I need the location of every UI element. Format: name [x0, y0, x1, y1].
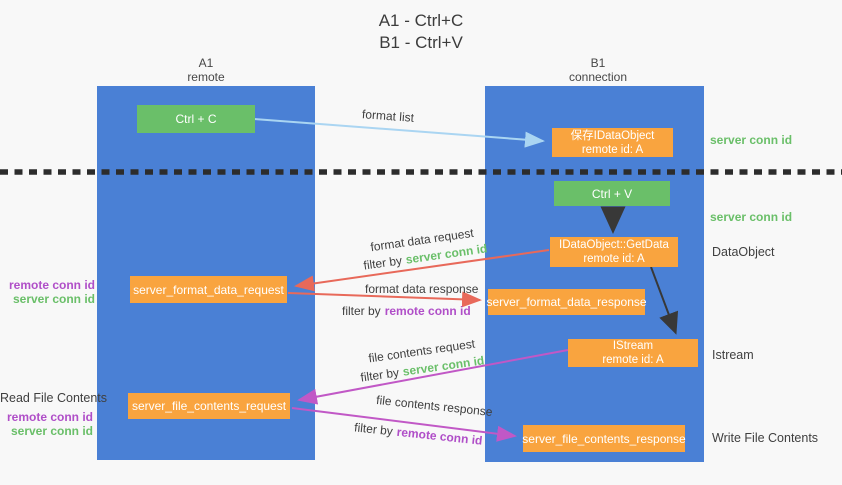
node-istream: IStream remote id: A [568, 339, 698, 367]
label-dataobject: DataObject [712, 245, 775, 259]
label-format-list: format list [361, 107, 415, 125]
column-b1-name: B1 [590, 56, 606, 70]
node-idataobject-getdata: IDataObject::GetData remote id: A [550, 237, 678, 267]
label-server-conn-id-right-mid: server conn id [710, 210, 793, 224]
node-ctrl-c: Ctrl + C [137, 105, 255, 133]
node-server-format-data-request-label: server_format_data_request [133, 282, 284, 297]
title-line-1: A1 - Ctrl+C [378, 11, 464, 30]
column-header-a1: A1 remote [137, 56, 275, 84]
left-conn-id-block-bottom: remote conn id server conn id [0, 410, 93, 438]
label-server-conn-id-right-top: server conn id [710, 133, 793, 147]
node-save-idataobject-line2: remote id: A [581, 143, 644, 156]
title-line-2: B1 - Ctrl+V [379, 33, 463, 52]
label-remote-conn-id-left-bottom: remote conn id [6, 410, 93, 424]
label-remote-conn-id-left-top: remote conn id [8, 278, 95, 292]
label-server-conn-id-left-top: server conn id [12, 292, 95, 306]
node-save-idataobject-line1: 保存IDataObject [570, 129, 655, 142]
node-istream-line2: remote id: A [602, 354, 664, 366]
label-istream: Istream [712, 348, 754, 362]
column-header-b1: B1 connection [529, 56, 667, 84]
node-server-file-contents-response-label: server_file_contents_response [522, 431, 686, 446]
node-server-file-contents-request-label: server_file_contents_request [131, 399, 287, 413]
node-ctrl-v-label: Ctrl + V [591, 186, 633, 201]
column-a1-subtitle: remote [187, 70, 225, 84]
column-a1-name: A1 [198, 56, 214, 70]
column-b1-subtitle: connection [568, 70, 628, 84]
label-file-contents-response: file contents response [375, 392, 494, 420]
left-conn-id-block-top: remote conn id server conn id [0, 278, 95, 306]
node-getdata-line1: IDataObject::GetData [559, 239, 669, 251]
label-read-file-contents: Read File Contents [0, 391, 108, 405]
node-ctrl-c-label: Ctrl + C [175, 112, 217, 126]
node-server-file-contents-response: server_file_contents_response [522, 425, 686, 452]
node-istream-line1: IStream [612, 340, 654, 352]
label-write-file-contents: Write File Contents [712, 431, 819, 445]
node-server-format-data-response-label: server_format_data_response [486, 295, 647, 309]
diagram-title: A1 - Ctrl+C B1 - Ctrl+V [0, 10, 842, 54]
node-server-format-data-response: server_format_data_response [486, 289, 647, 315]
node-server-format-data-request: server_format_data_request [130, 276, 287, 303]
label-format-data-response: format data response [365, 282, 479, 296]
node-getdata-line2: remote id: A [583, 253, 645, 265]
node-ctrl-v: Ctrl + V [554, 181, 670, 206]
node-server-file-contents-request: server_file_contents_request [128, 393, 290, 419]
node-save-idataobject: 保存IDataObject remote id: A [552, 128, 673, 157]
label-server-conn-id-left-bottom: server conn id [10, 424, 93, 438]
